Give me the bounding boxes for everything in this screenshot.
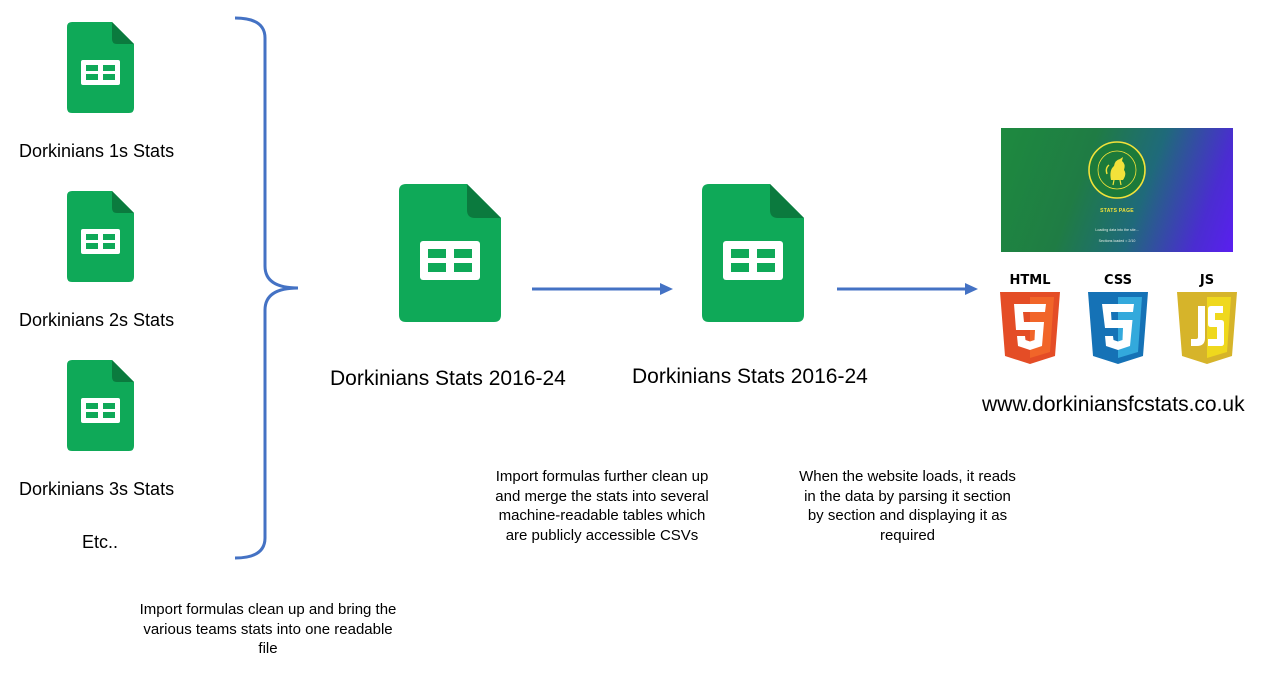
step3-note: When the website loads, it reads in the … [799,468,1016,544]
html5-icon [1000,292,1060,364]
preview-title: STATS PAGE [1100,208,1134,214]
step2-note: Import formulas further clean up and mer… [495,468,709,544]
grouping-brace [230,14,305,560]
css-label: CSS [1104,273,1132,288]
flow-arrow [532,281,674,297]
js-label: JS [1199,273,1215,288]
preview-sections-text: Sections loaded = 2/10 [1098,239,1136,243]
club-crest-icon [1087,140,1147,200]
step1-note: Import formulas clean up and bring the v… [139,601,397,657]
sheet-icon [67,191,134,282]
source-label-3s: Dorkinians 3s Stats [19,479,175,499]
flow-arrow [837,281,979,297]
clean-sheet-label: Dorkinians Stats 2016-24 [632,365,868,388]
merged-sheet-label: Dorkinians Stats 2016-24 [330,367,566,390]
sheet-icon [702,184,804,322]
source-label-etc: Etc.. [82,532,119,552]
source-label-2s: Dorkinians 2s Stats [19,310,175,330]
sheet-icon [67,22,134,113]
website-url: www.dorkiniansfcstats.co.uk [982,393,1245,416]
js-icon [1177,292,1237,364]
sheet-icon [399,184,501,322]
sheet-icon [67,360,134,451]
preview-loading-text: Loading data into the site... [1095,228,1139,232]
html-label: HTML [1009,273,1051,288]
css3-icon [1088,292,1148,364]
website-preview: STATS PAGE Loading data into the site...… [1001,128,1233,252]
source-label-1s: Dorkinians 1s Stats [19,141,175,161]
